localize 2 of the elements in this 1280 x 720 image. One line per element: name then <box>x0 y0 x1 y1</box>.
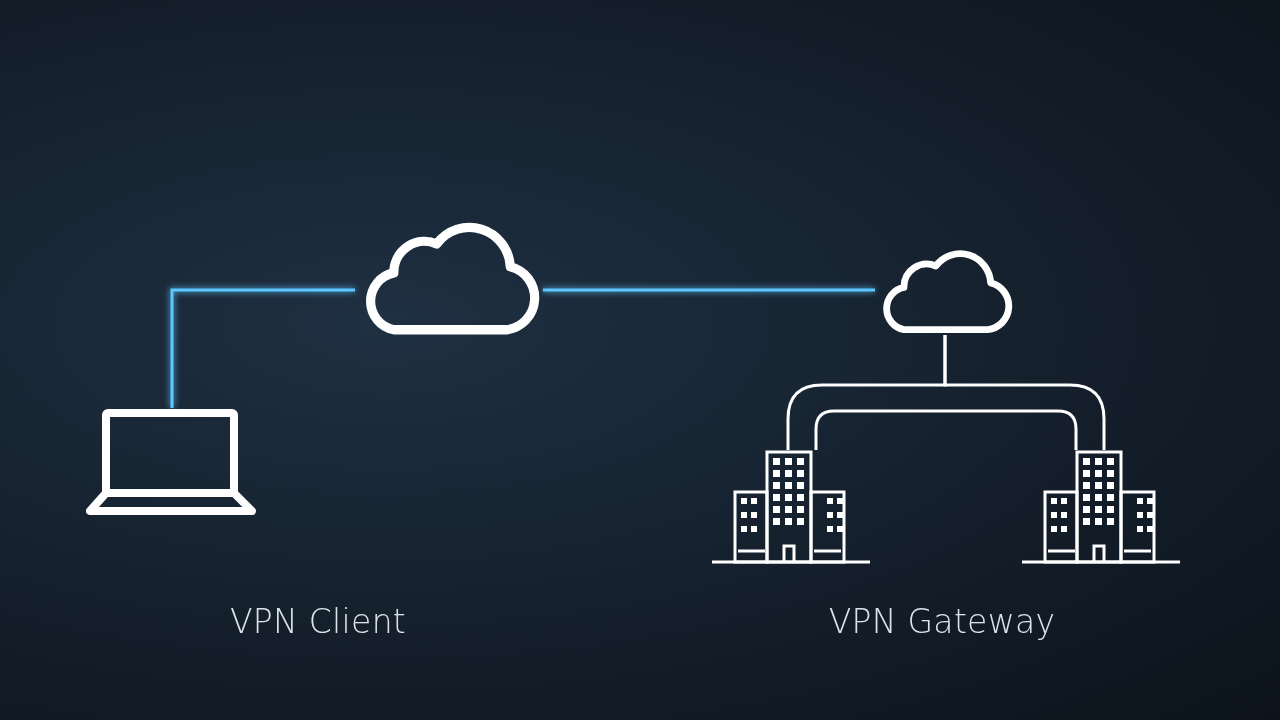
caption-label: VPN Gateway <box>828 602 1056 641</box>
caption-label: VPN Client <box>229 602 407 641</box>
